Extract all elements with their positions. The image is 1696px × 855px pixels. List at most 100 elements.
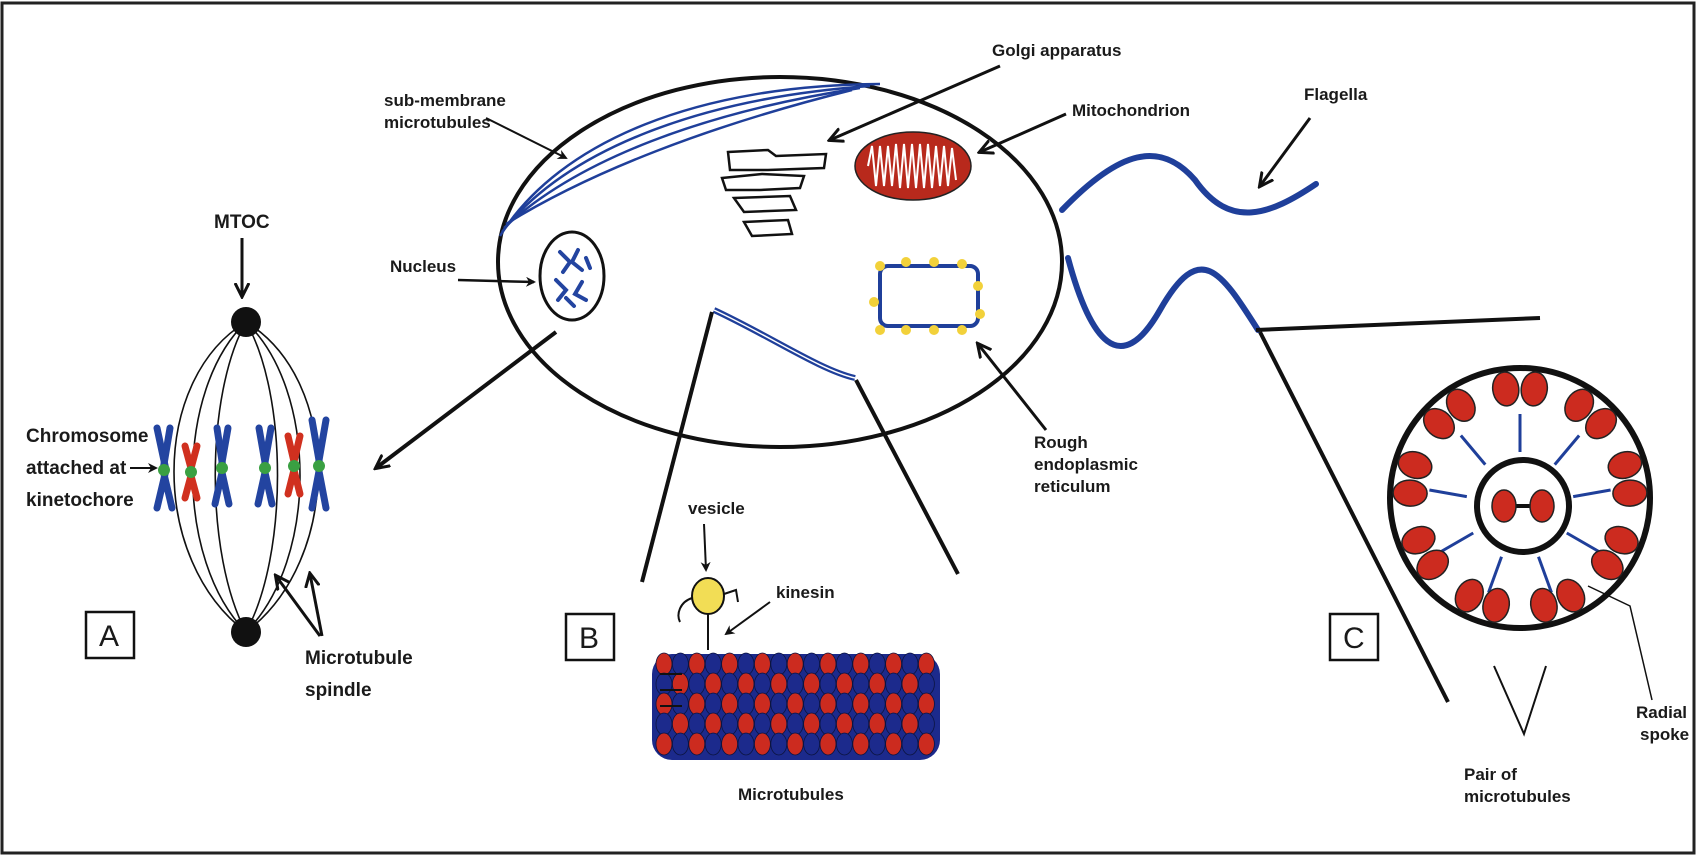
tubulin-subunit xyxy=(804,733,820,755)
tubulin-subunit xyxy=(836,653,852,675)
mtoc-bottom-pole xyxy=(231,617,261,647)
tubulin-subunit xyxy=(656,693,672,715)
tubulin-subunit xyxy=(722,733,738,755)
tubulin-subunit xyxy=(853,733,869,755)
tubulin-subunit xyxy=(804,713,820,735)
mitochondrion xyxy=(855,132,971,200)
central-microtubule xyxy=(1492,490,1516,522)
central-microtubule xyxy=(1530,490,1554,522)
doublet-microtubule xyxy=(1612,479,1647,506)
flagella-label: Flagella xyxy=(1304,85,1368,104)
tubulin-subunit xyxy=(902,673,918,695)
tubulin-subunit xyxy=(754,713,770,735)
golgi-label: Golgi apparatus xyxy=(992,41,1121,60)
nucleus-label: Nucleus xyxy=(390,257,456,276)
submembrane-label-line2: microtubules xyxy=(384,113,491,132)
tubulin-subunit xyxy=(705,713,721,735)
tubulin-subunit xyxy=(853,653,869,675)
tubulin-subunit xyxy=(689,713,705,735)
tubulin-subunit xyxy=(918,693,934,715)
microtubule-lattice xyxy=(652,653,940,760)
mtoc-top-pole xyxy=(231,307,261,337)
tubulin-subunit xyxy=(656,673,672,695)
tubulin-subunit xyxy=(672,713,688,735)
tubulin-subunit xyxy=(853,713,869,735)
tubulin-subunit xyxy=(869,693,885,715)
tubulin-subunit xyxy=(738,713,754,735)
spindle-label-line1: Microtubule xyxy=(305,648,413,669)
tubulin-subunit xyxy=(853,693,869,715)
tubulin-subunit xyxy=(738,693,754,715)
tubulin-subunit xyxy=(689,733,705,755)
tubulin-subunit xyxy=(886,713,902,735)
tubulin-subunit xyxy=(754,653,770,675)
tubulin-subunit xyxy=(787,653,803,675)
panel-b-letter: B xyxy=(579,622,599,655)
mtoc-label: MTOC xyxy=(214,212,270,233)
tubulin-subunit xyxy=(886,673,902,695)
tubulin-subunit xyxy=(804,693,820,715)
tubulin-subunit xyxy=(754,673,770,695)
tubulin-subunit xyxy=(672,693,688,715)
tubulin-subunit xyxy=(902,653,918,675)
tubulin-subunit xyxy=(722,673,738,695)
panel-a-letter: A xyxy=(99,620,119,653)
rer-label-line2: endoplasmic xyxy=(1034,455,1138,474)
doublet-microtubule xyxy=(1393,479,1428,506)
tubulin-subunit xyxy=(902,713,918,735)
tubulin-subunit xyxy=(902,733,918,755)
tubulin-subunit xyxy=(705,693,721,715)
rer-label-line1: Rough xyxy=(1034,433,1088,452)
tubulin-subunit xyxy=(689,673,705,695)
tubulin-subunit xyxy=(722,713,738,735)
pair-label-line1: Pair of xyxy=(1464,765,1517,784)
chromosome-label-line3: kinetochore xyxy=(26,490,134,511)
tubulin-subunit xyxy=(918,653,934,675)
tubulin-subunit xyxy=(771,733,787,755)
tubulin-subunit xyxy=(738,673,754,695)
chromosome-label-line2: attached at xyxy=(26,458,127,479)
vesicle xyxy=(692,578,724,614)
tubulin-subunit xyxy=(689,653,705,675)
tubulin-subunit xyxy=(722,653,738,675)
rer-label-line3: reticulum xyxy=(1034,477,1111,496)
tubulin-subunit xyxy=(820,713,836,735)
tubulin-subunit xyxy=(918,713,934,735)
tubulin-subunit xyxy=(656,713,672,735)
tubulin-subunit xyxy=(820,693,836,715)
tubulin-subunit xyxy=(804,673,820,695)
tubulin-subunit xyxy=(787,713,803,735)
tubulin-subunit xyxy=(836,733,852,755)
tubulin-subunit xyxy=(722,693,738,715)
tubulin-subunit xyxy=(836,713,852,735)
radial-spoke-label-line2: spoke xyxy=(1640,725,1689,744)
tubulin-subunit xyxy=(869,733,885,755)
tubulin-dimers xyxy=(656,653,934,755)
tubulin-subunit xyxy=(754,693,770,715)
tubulin-subunit xyxy=(771,653,787,675)
panel-c-letter: C xyxy=(1343,622,1365,655)
kinesin-label: kinesin xyxy=(776,583,835,602)
tubulin-subunit xyxy=(820,733,836,755)
axoneme-membrane xyxy=(1390,368,1650,628)
tubulin-subunit xyxy=(869,673,885,695)
microtubules-label: Microtubules xyxy=(738,785,844,804)
tubulin-subunit xyxy=(886,693,902,715)
tubulin-subunit xyxy=(672,733,688,755)
tubulin-subunit xyxy=(705,653,721,675)
tubulin-subunit xyxy=(836,673,852,695)
mitochondrion-label: Mitochondrion xyxy=(1072,101,1190,120)
tubulin-subunit xyxy=(656,653,672,675)
spindle-label-line2: spindle xyxy=(305,680,372,701)
tubulin-subunit xyxy=(672,653,688,675)
tubulin-subunit xyxy=(738,733,754,755)
tubulin-subunit xyxy=(787,693,803,715)
tubulin-subunit xyxy=(738,653,754,675)
tubulin-subunit xyxy=(787,733,803,755)
tubulin-subunit xyxy=(902,693,918,715)
tubulin-subunit xyxy=(656,733,672,755)
tubulin-subunit xyxy=(820,673,836,695)
tubulin-subunit xyxy=(672,673,688,695)
vesicle-label: vesicle xyxy=(688,499,745,518)
